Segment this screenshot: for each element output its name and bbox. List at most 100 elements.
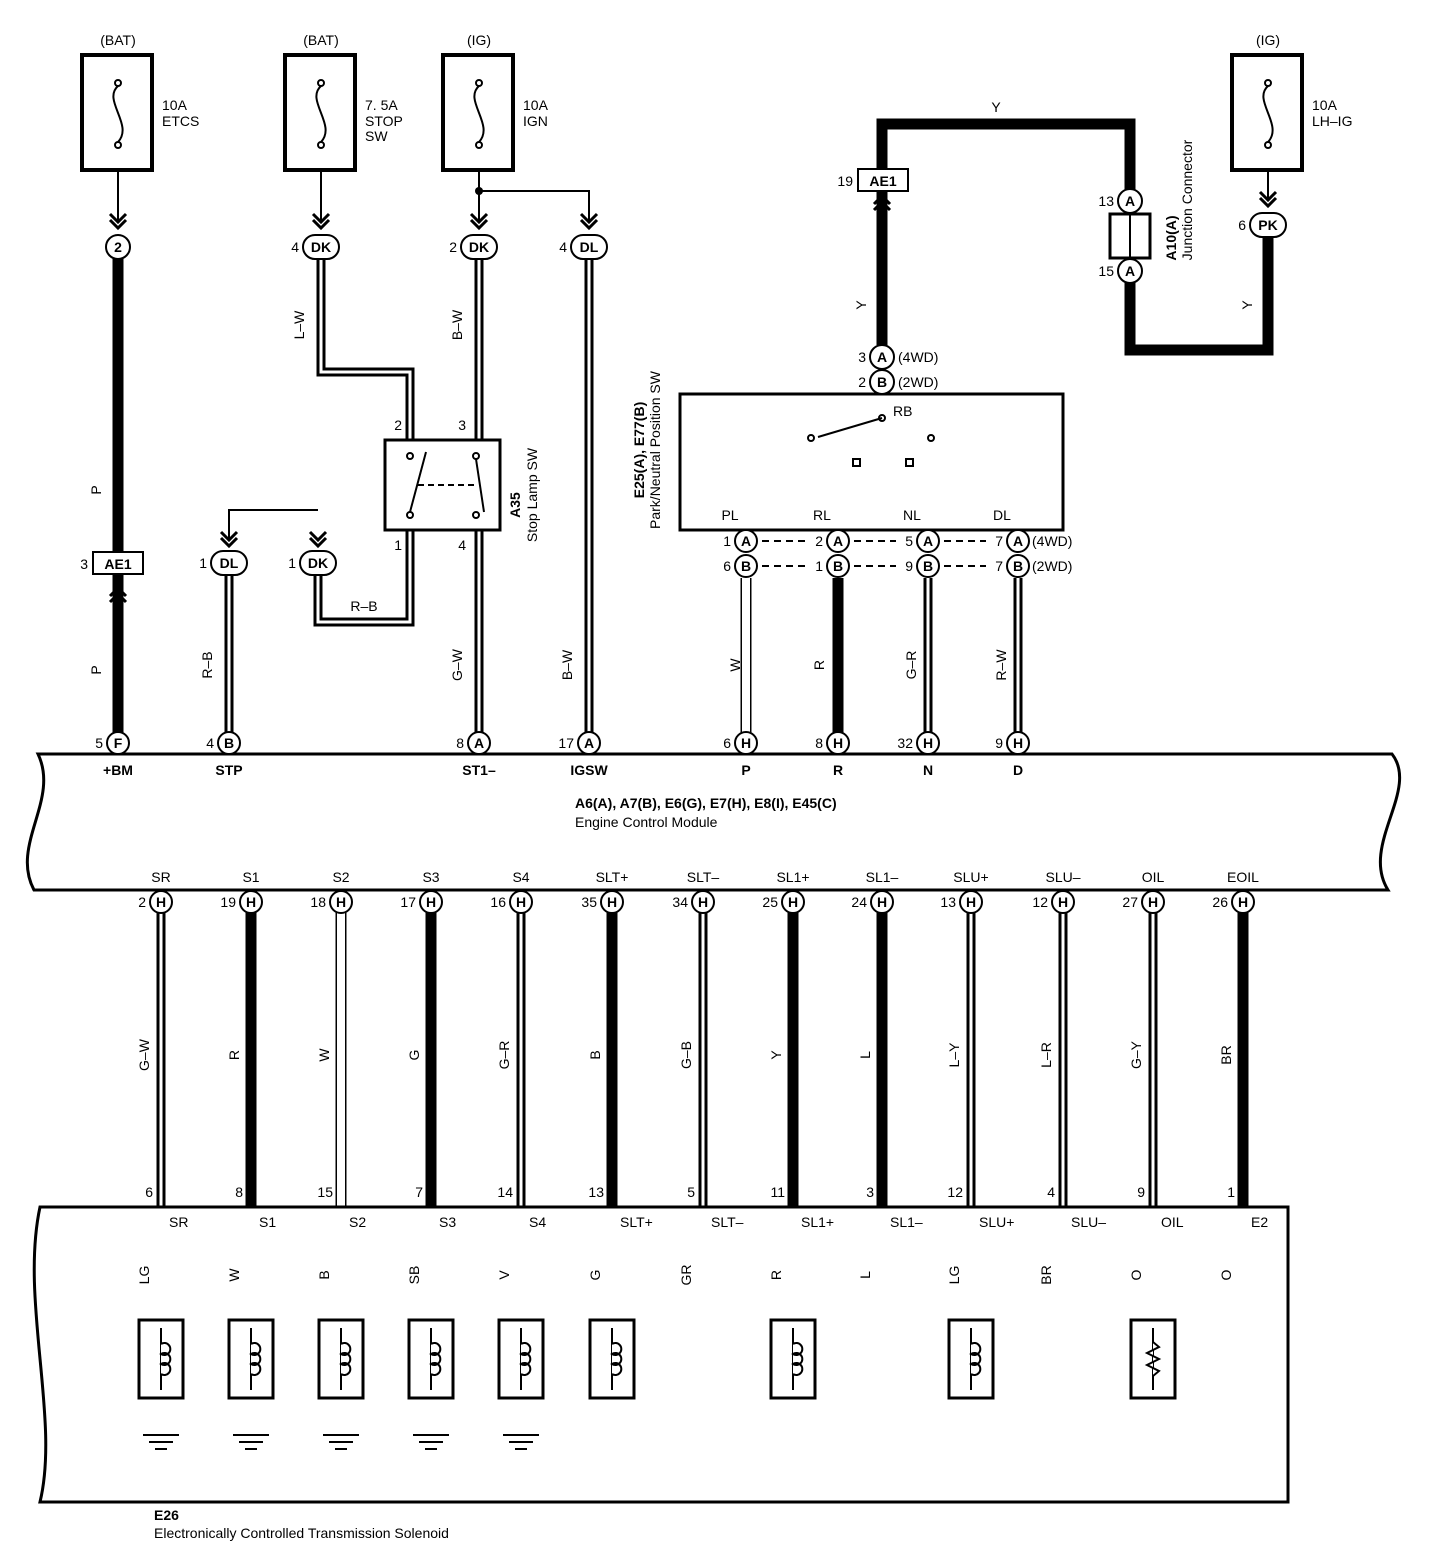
fuse-lhig xyxy=(1230,53,1304,172)
solenoid-terminal-label: S4 xyxy=(529,1214,546,1230)
connector-code: B xyxy=(877,374,887,390)
connector-ign: DK2 xyxy=(449,234,498,260)
pin-circle xyxy=(916,731,940,755)
wire-color-label: R xyxy=(226,1050,242,1060)
pn-pin-2wd: B1 xyxy=(815,554,850,578)
wire-color-label: G–R xyxy=(903,651,919,680)
connector-code: AE1 xyxy=(869,173,896,189)
component-name: A6(A), A7(B), E6(G), E7(H), E8(I), E45(C… xyxy=(575,795,837,811)
switch-contact xyxy=(472,511,480,519)
variant-note: (2WD) xyxy=(1032,558,1072,574)
splice-dot xyxy=(475,187,483,195)
pin-number: 5 xyxy=(95,735,103,751)
connector-outline xyxy=(570,234,608,260)
pin-number: 8 xyxy=(456,735,464,751)
pin-code: A xyxy=(474,735,484,751)
pin-number: 2 xyxy=(138,894,146,910)
wire-color-label: G xyxy=(406,1050,422,1061)
wire-link xyxy=(228,509,318,540)
switch-terminal-label: NL xyxy=(903,507,921,523)
wire-color-label: BR xyxy=(1218,1045,1234,1064)
ecm-terminal-label: EOIL xyxy=(1227,869,1259,885)
arrow-icon xyxy=(219,530,239,543)
ecm-terminal-label: D xyxy=(1013,762,1023,778)
pin-circle xyxy=(1006,731,1030,755)
component-name: E26 xyxy=(154,1507,179,1523)
pin-code: H xyxy=(877,894,887,910)
pin-number: 7 xyxy=(995,533,1003,549)
solenoid-terminal-label: SLT– xyxy=(711,1214,744,1230)
pin-code: H xyxy=(1058,894,1068,910)
connector-pin: 2 xyxy=(449,239,457,255)
fuse-name: IGN xyxy=(523,113,548,129)
solenoid-pin: 14 xyxy=(497,1184,513,1200)
wire-color-label: V xyxy=(496,1270,512,1280)
pin-number: 2 xyxy=(815,533,823,549)
pin-circle xyxy=(1141,890,1165,914)
pin-number: 4 xyxy=(206,735,214,751)
pin-number: 19 xyxy=(220,894,236,910)
pin-code: A xyxy=(584,735,594,751)
connector-stop: DK4 xyxy=(291,234,340,260)
ecm-terminal-label: R xyxy=(833,762,843,778)
component-desc: Junction Connector xyxy=(1179,139,1195,260)
junction-block-ae1 xyxy=(857,168,909,192)
fuse-source-label: (BAT) xyxy=(100,32,136,48)
wire-color-label: W xyxy=(226,1268,242,1282)
solenoid-terminal-label: SL1– xyxy=(890,1214,923,1230)
fuse-icon xyxy=(473,85,485,143)
connector-pin: 4 xyxy=(559,239,567,255)
component-name: A35 xyxy=(507,492,523,518)
pin-number: 25 xyxy=(762,894,778,910)
connector-outline xyxy=(105,234,131,260)
ecm-input-pin: A8 xyxy=(456,731,491,755)
pin-code: H xyxy=(607,894,617,910)
wire-color-label: G–B xyxy=(678,1041,694,1069)
fuse-terminal xyxy=(475,79,483,87)
arrow-icon xyxy=(311,212,331,225)
connector-pin: 1 xyxy=(199,555,207,571)
pin-number: 1 xyxy=(815,558,823,574)
pin-circle xyxy=(149,890,173,914)
switch-contact xyxy=(807,434,815,442)
connector-pin: 15 xyxy=(1098,263,1114,279)
component-name: A10(A) xyxy=(1163,215,1179,260)
connector-note: (4WD) xyxy=(898,349,938,365)
connector-dl: DL1 xyxy=(199,550,248,576)
connector-pin: 1 xyxy=(288,555,296,571)
wire-color-label: P xyxy=(88,485,104,494)
wire-r-b xyxy=(313,530,415,627)
arrow-icon xyxy=(108,591,128,604)
arrow-icon xyxy=(469,212,489,225)
coil-icon xyxy=(249,1342,262,1376)
fuse-source-label: (BAT) xyxy=(303,32,339,48)
wire-color-label: L–R xyxy=(1038,1042,1054,1068)
ecm-output-pin: H 26 xyxy=(1212,890,1255,914)
wire-color-label: L–Y xyxy=(946,1042,962,1068)
pin-number: 26 xyxy=(1212,894,1228,910)
solenoid-terminal-label: SLT+ xyxy=(620,1214,653,1230)
fuse-source-label: (IG) xyxy=(1256,32,1280,48)
connector-code: PK xyxy=(1258,217,1277,233)
ecm-input-pin: H32 xyxy=(897,731,940,755)
solenoid-coil xyxy=(497,1318,545,1400)
pin-code: H xyxy=(246,894,256,910)
pin-circle xyxy=(734,529,758,553)
pin-circle xyxy=(577,731,601,755)
connector-code: DL xyxy=(580,239,599,255)
component-desc: Engine Control Module xyxy=(575,814,718,830)
connector-code: 2 xyxy=(114,239,122,255)
connector-outline xyxy=(869,369,895,395)
pin-number: 9 xyxy=(905,558,913,574)
pin-code: A xyxy=(741,533,751,549)
coil-icon xyxy=(429,1342,442,1376)
components-layer xyxy=(25,53,1402,1504)
ecm-input-pin: A17 xyxy=(558,731,601,755)
connector-code: A xyxy=(1125,263,1135,279)
pin-code: H xyxy=(1238,894,1248,910)
pin-circle xyxy=(239,890,263,914)
connector-pin: 4 xyxy=(291,239,299,255)
fuse-name: LH–IG xyxy=(1312,113,1352,129)
component-desc: Park/Neutral Position SW xyxy=(647,370,663,529)
pin-circle xyxy=(826,554,850,578)
